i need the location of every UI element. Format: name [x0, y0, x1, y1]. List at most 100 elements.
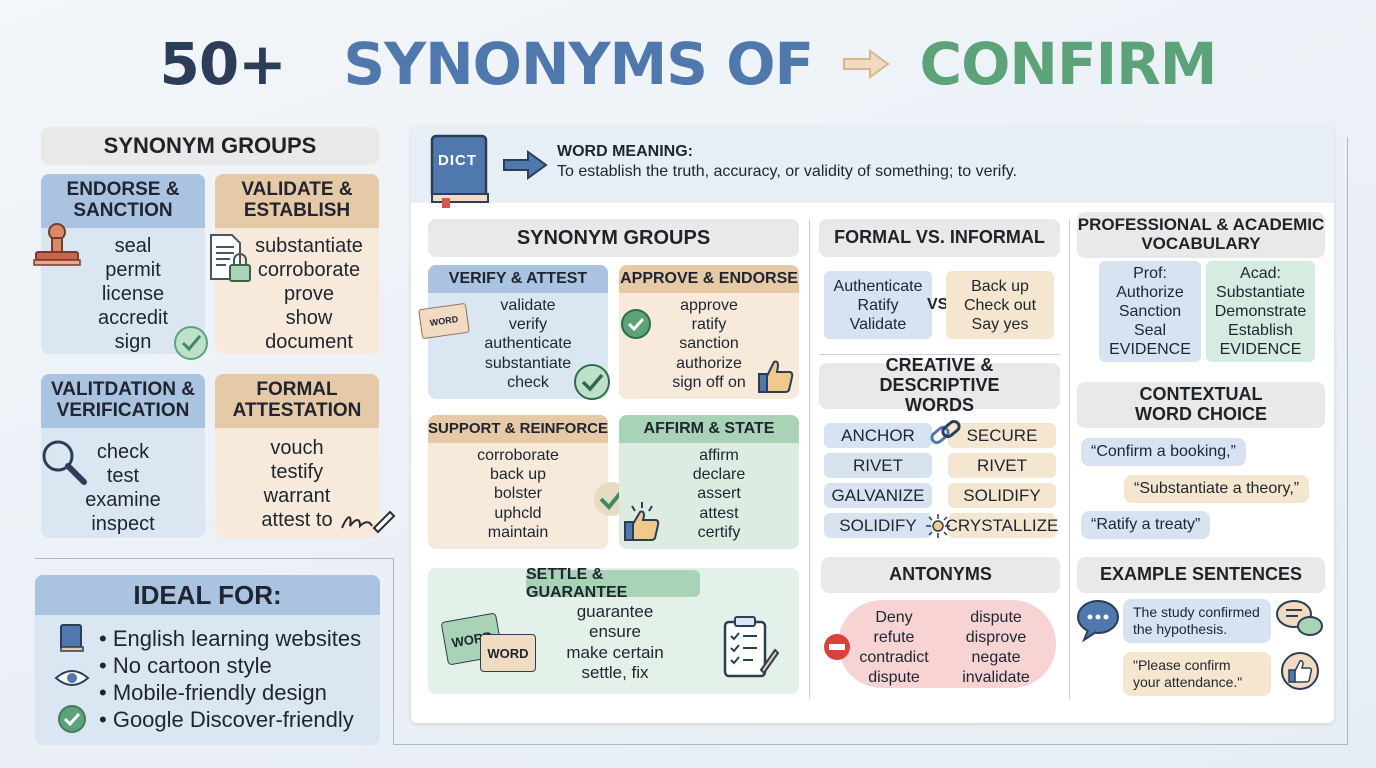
word: refute [873, 629, 915, 646]
ideal-item: No cartoon style [112, 653, 272, 678]
formal-header: FORMAL VS. INFORMAL [819, 219, 1060, 257]
word: license [101, 283, 165, 305]
word: dispute [970, 609, 1022, 626]
group-words: check test examine inspect [41, 428, 205, 536]
document-lock-icon [210, 234, 251, 282]
word: attest [699, 504, 739, 522]
title-number: 50+ [159, 30, 286, 98]
creative-word: RIVET [948, 453, 1056, 478]
page-title: 50+ SYNONYMS OF CONFIRM [0, 30, 1376, 98]
group-words: substantiate corroborate prove show docu… [215, 228, 379, 354]
example-bubble: "Please confirm your attendance." [1123, 652, 1271, 696]
word: substantiate [484, 354, 572, 372]
group-title: AFFIRM & STATE [619, 415, 799, 443]
context-bubble: “Confirm a booking,” [1081, 438, 1246, 466]
word: Prof: [1133, 265, 1167, 282]
creative-word: GALVANIZE [824, 483, 932, 508]
word: Say yes [971, 315, 1029, 333]
word: prove [283, 283, 335, 305]
creative-word: SECURE [948, 423, 1056, 448]
group-words: corroborate back up bolster uphcld maint… [428, 443, 608, 542]
acad-words: Acad: Substantiate Demonstrate Establish… [1206, 261, 1315, 362]
professional-header: PROFESSIONAL & ACADEMIC VOCABULARY [1077, 212, 1325, 258]
word: EVIDENCE [1109, 341, 1191, 358]
word: test [106, 465, 140, 487]
check-circle-icon [174, 326, 208, 360]
word: back up [489, 466, 547, 484]
thumbs-up-icon [758, 360, 794, 393]
creative-word: SOLIDIFY [824, 513, 932, 538]
word: permit [105, 259, 161, 281]
context-bubble: “Ratify a treaty” [1081, 511, 1211, 539]
divider-line [393, 744, 1348, 745]
word: Seal [1133, 322, 1167, 339]
antonyms-left: Deny refute contradict dispute [848, 608, 940, 688]
word: Back up [971, 277, 1029, 295]
word: authenticate [484, 335, 572, 353]
word: substantiate [255, 235, 363, 257]
word: validate [500, 297, 556, 314]
group-words: approve ratify sanction authorize sign o… [619, 293, 799, 392]
group-validate-establish: VALIDATE & ESTABLISH substantiate corrob… [215, 174, 379, 354]
formal-words: Authenticate Ratify Validate [824, 271, 932, 339]
word: affirm [699, 447, 739, 464]
ideal-header: IDEAL FOR: [35, 575, 380, 615]
group-title: VALITDATION & VERIFICATION [41, 374, 205, 428]
group-words: affirm declare assert attest certify [619, 443, 799, 542]
chain-link-icon [930, 419, 961, 445]
word: guarantee [576, 602, 654, 621]
title-middle: SYNONYMS OF [343, 30, 814, 98]
antonyms-header: ANTONYMS [821, 557, 1060, 593]
word: document [265, 331, 353, 353]
signature-pen-icon [341, 510, 396, 534]
group-formal-attestation: FORMAL ATTESTATION vouch testify warrant… [215, 374, 379, 538]
word: negate [971, 649, 1021, 666]
word: inspect [91, 513, 155, 535]
word: ensure [589, 622, 641, 642]
word: declare [692, 466, 746, 484]
group-title: SETTLE & GUARANTEE [526, 568, 700, 601]
ideal-item: Mobile-friendly design [112, 680, 327, 705]
ideal-for-box: IDEAL FOR: • English learning websites •… [35, 575, 380, 745]
clipboard-checklist-icon [723, 616, 779, 678]
divider-line [393, 558, 394, 744]
column-divider [809, 219, 810, 699]
thumbs-up-icon [1281, 652, 1319, 690]
word: accredit [97, 307, 169, 329]
word: sanction [679, 335, 739, 353]
check-circle-icon [574, 364, 610, 400]
ideal-item: Google Discover-friendly [112, 707, 354, 732]
word: Deny [875, 609, 913, 626]
example-bubble: The study confirmed the hypothesis. [1123, 599, 1271, 643]
word: Establish [1228, 322, 1293, 339]
word: Substantiate [1216, 284, 1305, 301]
context-bubble: “Substantiate a theory,” [1124, 475, 1310, 503]
column-divider [1069, 219, 1070, 699]
center-groups-header: SYNONYM GROUPS [428, 219, 799, 257]
list-item: • English learning websites [99, 626, 362, 651]
word: sign [114, 331, 152, 353]
creative-header: CREATIVE & DESCRIPTIVE WORDS [819, 355, 1060, 415]
word: uphcld [494, 504, 542, 522]
word: sign off on [672, 373, 746, 391]
word: maintain [487, 523, 549, 541]
word: Authorize [1116, 284, 1184, 301]
word: approve [680, 297, 738, 314]
group-words: vouch testify warrant attest to [215, 428, 379, 532]
word: authorize [676, 354, 742, 372]
word: check [96, 441, 150, 463]
stamp-icon [33, 223, 81, 266]
no-entry-icon [824, 634, 850, 660]
dictionary-icon [430, 134, 489, 208]
word: warrant [263, 485, 331, 507]
group-words: validate verify authenticate substantiat… [428, 293, 608, 392]
examples-header: EXAMPLE SENTENCES [1077, 557, 1325, 593]
check-circle-icon [621, 309, 651, 339]
contextual-header: CONTEXTUAL WORD CHOICE [1077, 382, 1325, 428]
ideal-list: • English learning websites • No cartoon… [35, 615, 380, 733]
word: vouch [270, 437, 324, 459]
antonyms-box [838, 600, 1056, 688]
word: examine [85, 489, 161, 511]
book-icon [60, 624, 84, 652]
word: corroborate [257, 259, 361, 281]
